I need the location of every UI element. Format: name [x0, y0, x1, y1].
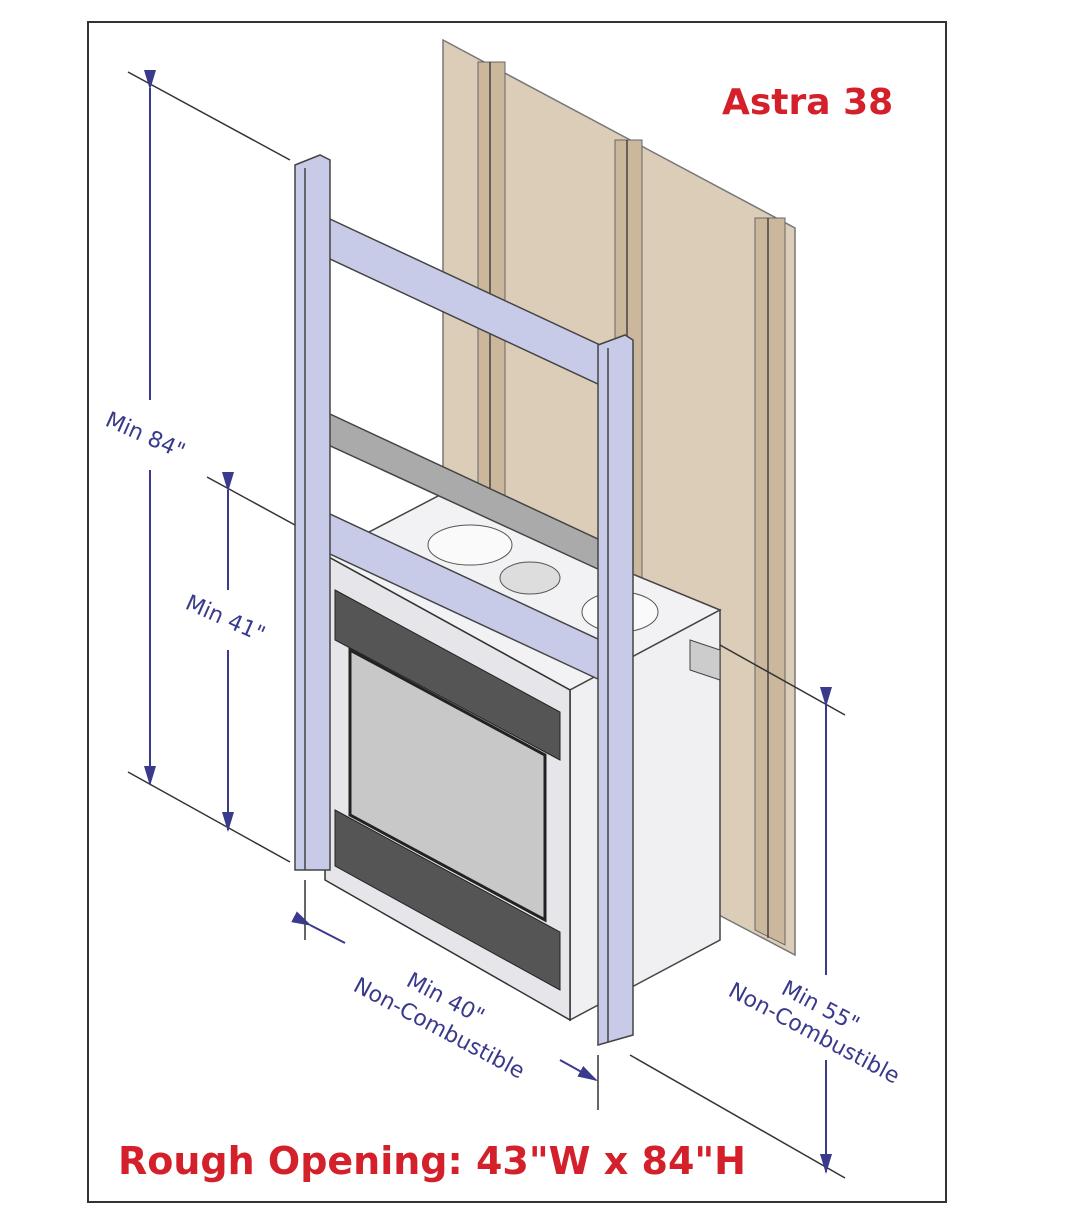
flue-collar [499, 561, 561, 595]
dimension-lines [127, 70, 846, 1179]
right-post [597, 334, 634, 1046]
lower-louvre [334, 809, 561, 991]
left-post [294, 154, 331, 871]
glass-door [348, 647, 547, 923]
upper-louvre [334, 589, 561, 761]
model-title: Astra 38 [722, 82, 893, 123]
rough-opening-label: Rough Opening: 43"W x 84"H [118, 1139, 746, 1183]
steel-frame [294, 154, 634, 1046]
wall-stud [754, 217, 786, 946]
flue-opening [427, 524, 513, 566]
bracket [689, 639, 721, 681]
